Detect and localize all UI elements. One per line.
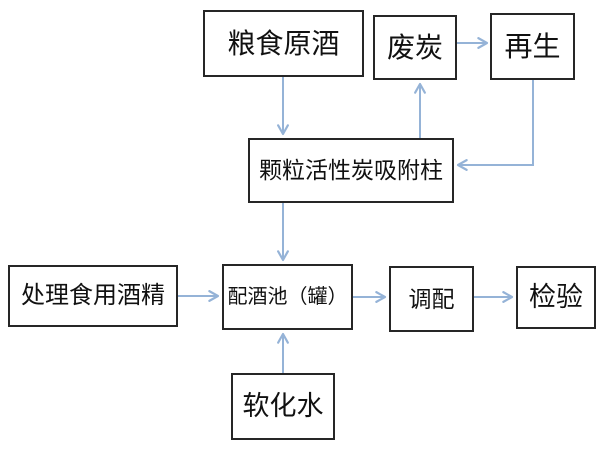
node-inspection-label: 检验 <box>529 282 583 312</box>
node-regeneration: 再生 <box>490 13 575 80</box>
node-regeneration-label: 再生 <box>504 30 561 62</box>
node-blending-tank: 配酒池（罐） <box>222 264 353 330</box>
node-waste-carbon: 废炭 <box>373 15 457 80</box>
node-grain-liquor-label: 粮食原酒 <box>227 27 340 59</box>
node-softened-water-label: 软化水 <box>242 391 324 421</box>
node-inspection: 检验 <box>516 266 596 329</box>
node-softened-water: 软化水 <box>231 373 335 440</box>
node-blending: 调配 <box>389 266 474 332</box>
node-treated-alcohol: 处理食用酒精 <box>8 265 178 327</box>
node-waste-carbon-label: 废炭 <box>386 31 443 63</box>
node-carbon-column: 颗粒活性炭吸附柱 <box>248 138 454 203</box>
node-grain-liquor: 粮食原酒 <box>203 10 364 77</box>
node-treated-alcohol-label: 处理食用酒精 <box>21 282 165 309</box>
node-carbon-column-label: 颗粒活性炭吸附柱 <box>259 157 443 183</box>
node-blending-label: 调配 <box>408 285 455 312</box>
node-blending-tank-label: 配酒池（罐） <box>227 286 348 308</box>
arrow-regen-to-column <box>456 80 534 171</box>
